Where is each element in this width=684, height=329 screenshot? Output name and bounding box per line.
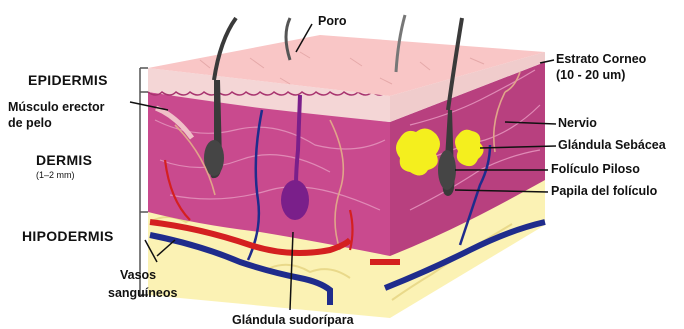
label-estrato-corneo: Estrato Corneo (556, 52, 646, 67)
label-musculo-1: Músculo erector (8, 100, 105, 115)
label-foliculo-piloso: Folículo Piloso (551, 162, 640, 177)
layer-brackets (140, 68, 148, 295)
label-dermis-range: (1–2 mm) (36, 170, 75, 181)
label-dermis: DERMIS (36, 152, 92, 169)
sweat-gland-coil (281, 180, 309, 220)
label-epidermis: EPIDERMIS (28, 72, 108, 89)
label-poro: Poro (318, 14, 346, 29)
label-glandula-sudoripara: Glándula sudorípara (232, 313, 354, 328)
label-hipodermis: HIPODERMIS (22, 228, 114, 245)
label-nervio: Nervio (558, 116, 597, 131)
label-vasos-1: Vasos (120, 268, 156, 283)
label-vasos-2: sanguíneos (108, 286, 177, 301)
label-glandula-sebacea: Glándula Sebácea (558, 138, 666, 153)
label-musculo-2: de pelo (8, 116, 52, 131)
label-estrato-corneo-range: (10 - 20 um) (556, 68, 625, 83)
follicle-right-bulb (438, 150, 456, 190)
label-papila: Papila del folículo (551, 184, 657, 199)
